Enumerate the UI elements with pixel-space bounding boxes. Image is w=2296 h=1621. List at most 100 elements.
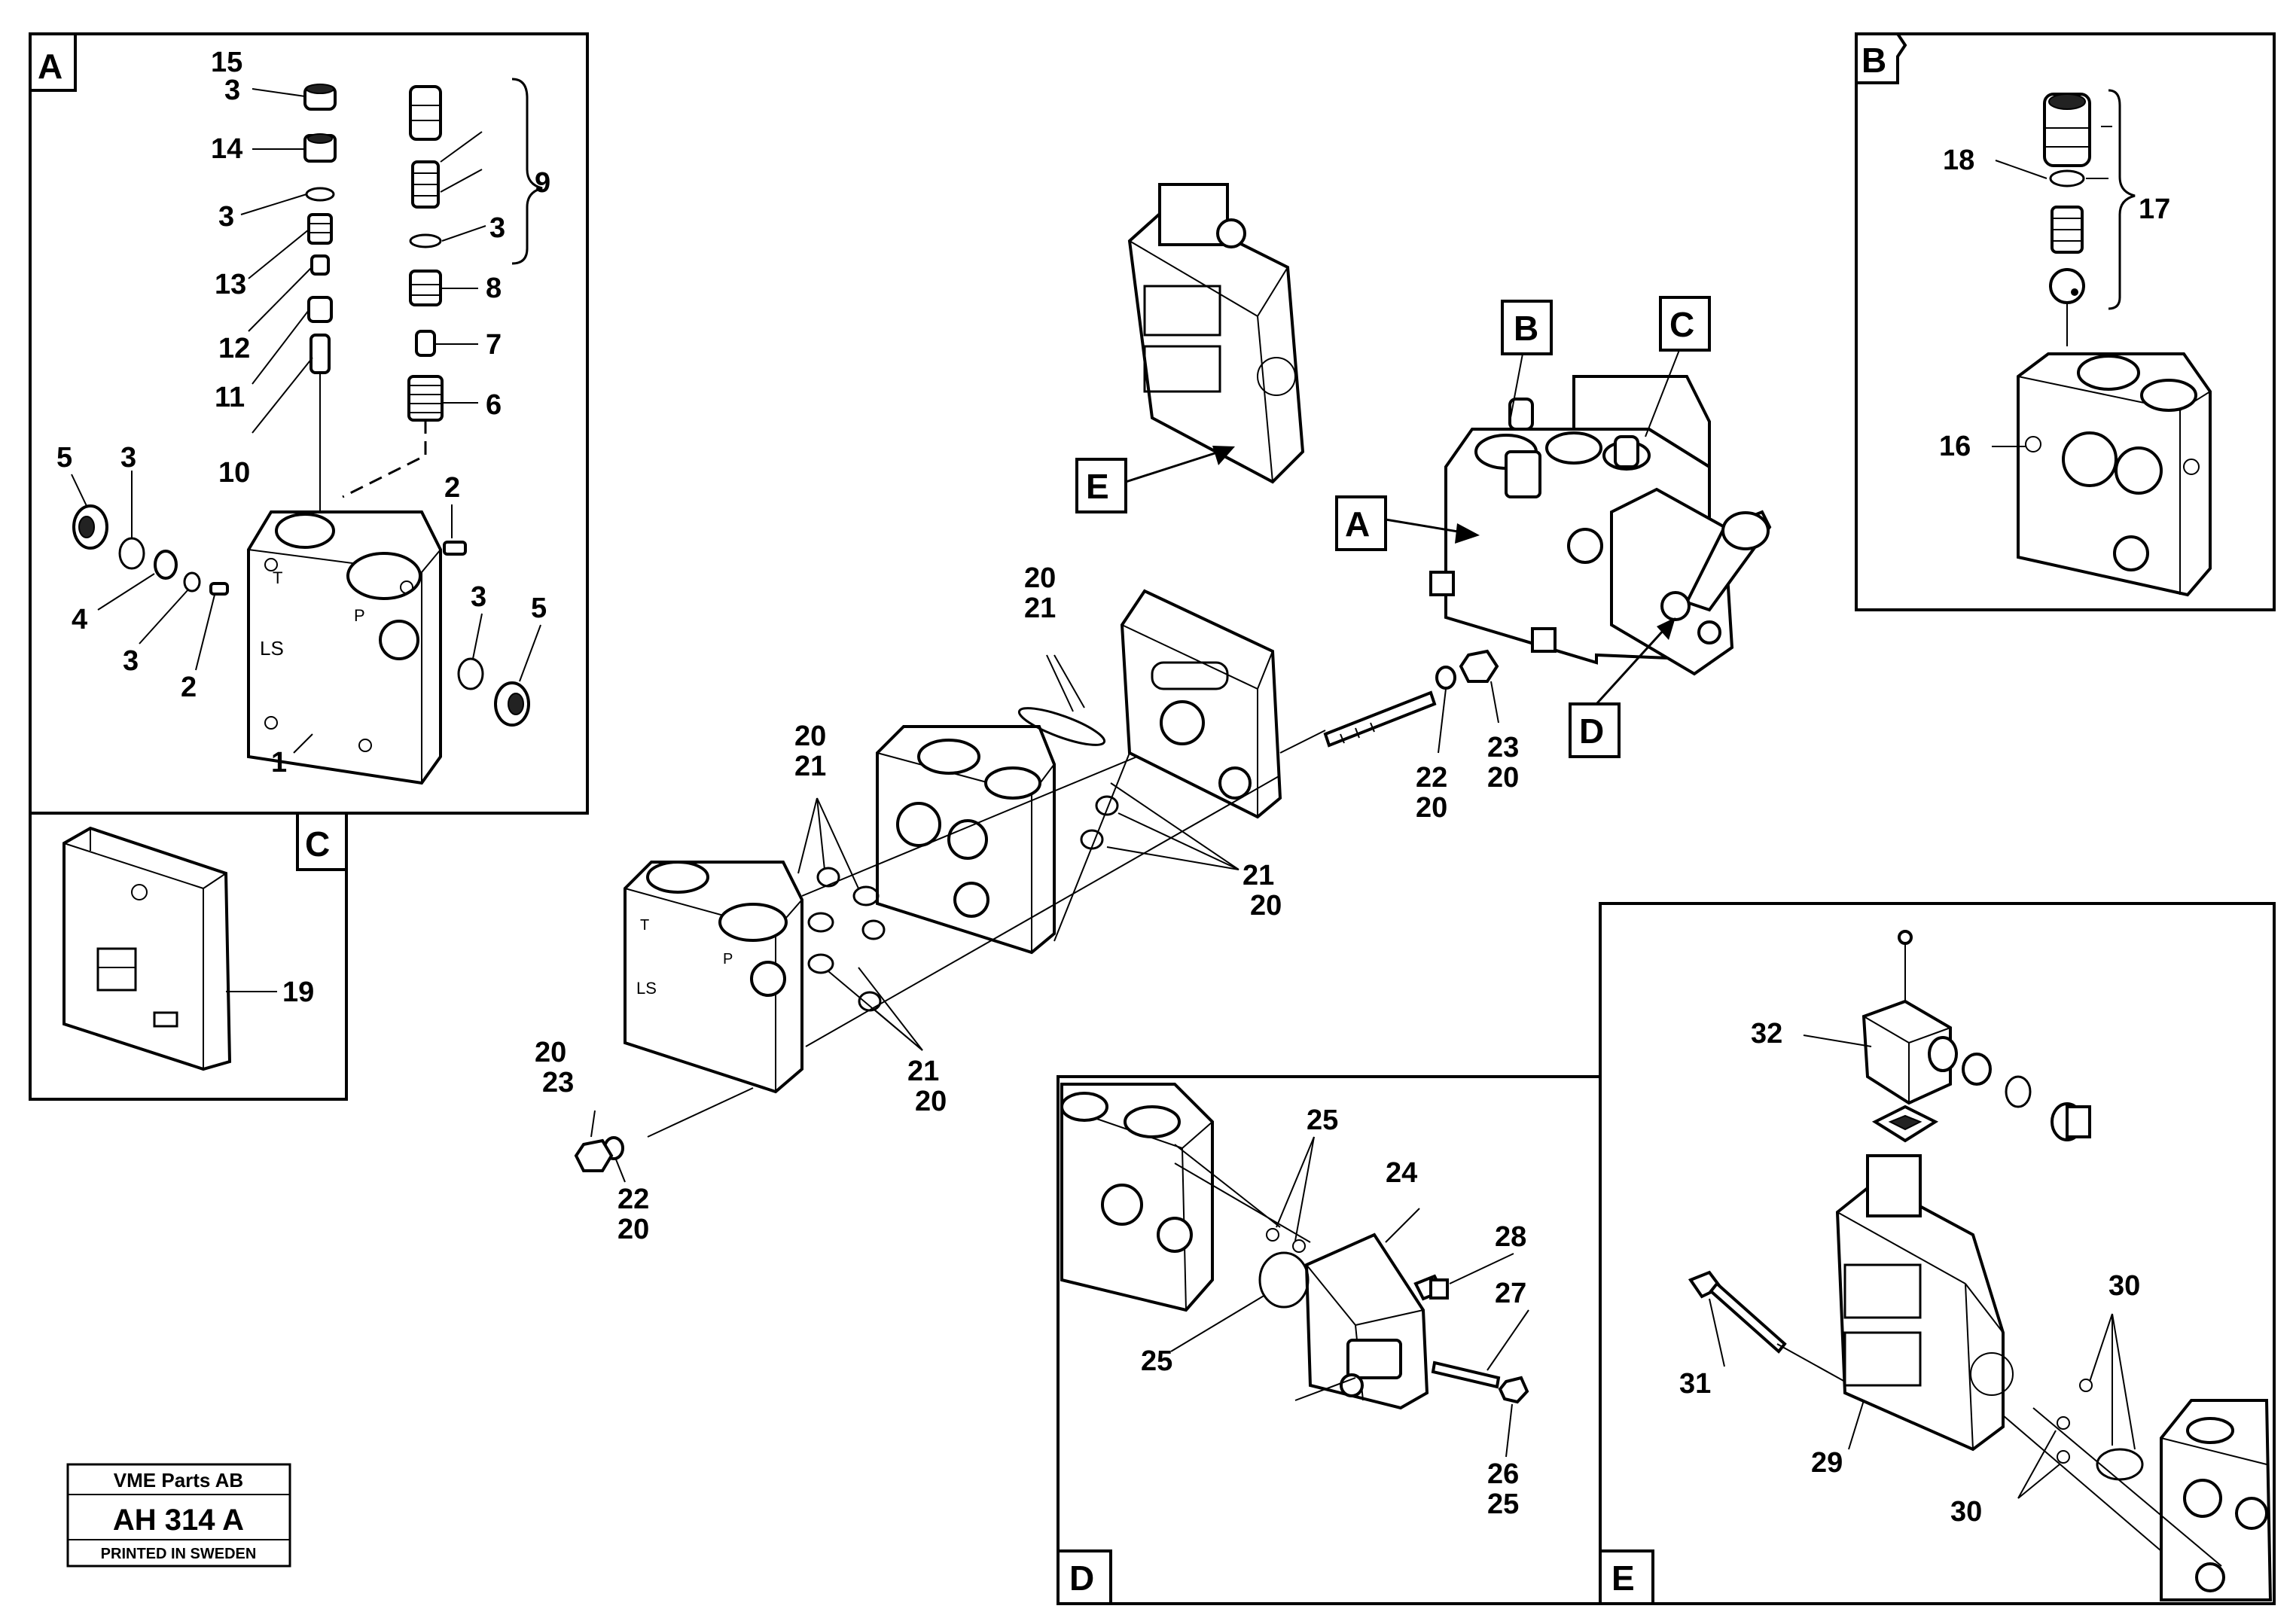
label-15: 15: [211, 47, 242, 78]
label-9: 9: [535, 167, 550, 199]
o-ring-3b: [409, 233, 442, 248]
stud: [1323, 690, 1437, 748]
plug-5-right: [494, 681, 530, 727]
label-m23a: 23: [542, 1067, 574, 1098]
front-section: T P LS: [624, 861, 803, 1094]
label-6: 6: [486, 389, 502, 421]
label-3e: 3: [123, 645, 139, 677]
label-10: 10: [218, 457, 250, 489]
label-e29: 29: [1811, 1447, 1843, 1479]
label-m21a: 21: [1024, 593, 1056, 624]
panel-c: C 19: [29, 812, 348, 1101]
label-d26: 26: [1487, 1458, 1519, 1490]
panel-c-label: C: [305, 824, 330, 864]
svg-text:B: B: [1514, 309, 1538, 348]
label-12: 12: [218, 333, 250, 364]
label-m20e: 20: [535, 1037, 566, 1068]
o-ring-right: [457, 657, 484, 690]
o-ring-3: [305, 187, 335, 202]
solenoid-assembly: [1127, 183, 1305, 484]
label-16: 16: [1939, 431, 1971, 462]
panel-d-label: D: [1069, 1559, 1094, 1598]
label-1: 1: [271, 747, 287, 779]
label-5b: 5: [531, 593, 547, 624]
plug-4: [154, 550, 178, 580]
label-m21b: 21: [794, 751, 826, 782]
cover-24: [1304, 1233, 1429, 1410]
valve-section-16: [2017, 352, 2212, 597]
label-e31: 31: [1679, 1368, 1711, 1400]
connector-32: [1861, 999, 1958, 1105]
plug-15: [303, 84, 337, 111]
label-d25b: 25: [1141, 1345, 1172, 1377]
label-e30b: 30: [1950, 1496, 1982, 1528]
panel-b-label: B: [1861, 41, 1886, 80]
panel-b: B: [1855, 32, 2276, 611]
plug-5-left: [72, 504, 108, 550]
label-2b: 2: [444, 472, 460, 504]
o-ring-left: [118, 537, 145, 570]
callout-d: D: [1569, 617, 1676, 758]
stamp-company: VME Parts AB: [114, 1469, 243, 1492]
ball-12: [310, 254, 330, 276]
label-3f: 3: [471, 581, 486, 613]
spring-6: [407, 375, 444, 422]
label-m20b: 20: [794, 721, 826, 752]
mark-t: T: [273, 568, 282, 587]
screw-2-right: [443, 541, 467, 556]
label-11: 11: [215, 382, 245, 413]
label-3a: 3: [224, 75, 240, 106]
label-m22b: 22: [1416, 762, 1447, 794]
label-17: 17: [2139, 193, 2170, 225]
panel-a-label: A: [38, 47, 63, 86]
label-m21d: 21: [1243, 860, 1274, 891]
label-3c: 3: [489, 212, 505, 244]
label-3d: 3: [120, 442, 136, 474]
mark-ls: LS: [260, 637, 284, 660]
o-ring-25: [1258, 1251, 1310, 1309]
label-19: 19: [282, 977, 314, 1008]
label-m20d: 20: [1250, 890, 1282, 922]
assembled-valve: [1429, 375, 1772, 676]
middle-end-cover: [1120, 589, 1282, 819]
label-d27: 27: [1495, 1278, 1526, 1309]
label-e32: 32: [1751, 1018, 1782, 1050]
label-m20f: 20: [617, 1214, 649, 1245]
o-ring-small: [183, 571, 201, 593]
label-8: 8: [486, 273, 502, 304]
label-m20a: 20: [1024, 562, 1056, 594]
label-5a: 5: [56, 442, 72, 474]
svg-text:C: C: [1669, 305, 1694, 344]
panel-e: E: [1599, 902, 2276, 1605]
svg-text:E: E: [1086, 467, 1109, 506]
stamp-code: AH 314 A: [113, 1504, 244, 1537]
panel-e-section: [2160, 1399, 2273, 1601]
label-d28: 28: [1495, 1221, 1526, 1253]
panel-e-label: E: [1611, 1559, 1635, 1598]
gland-nut: [2051, 1102, 2091, 1141]
label-7: 7: [486, 329, 502, 361]
label-4: 4: [72, 604, 87, 635]
stamp-printed: PRINTED IN SWEDEN: [101, 1546, 257, 1562]
svg-text:LS: LS: [636, 979, 657, 998]
title-stamp: VME Parts AB AH 314 A PRINTED IN SWEDEN: [66, 1463, 291, 1568]
callout-c: C: [1645, 296, 1711, 437]
valve-section-1: T P LS: [247, 510, 442, 785]
solenoid-29: [1835, 1154, 2014, 1452]
plug-8: [409, 270, 442, 306]
panel-d-section: [1060, 1083, 1214, 1312]
callout-a: A: [1335, 495, 1480, 551]
label-m20g: 20: [1416, 792, 1447, 824]
label-m20h: 20: [1487, 762, 1519, 794]
svg-text:D: D: [1579, 711, 1604, 751]
cartridge-17: [2043, 93, 2091, 304]
middle-section: [876, 725, 1056, 955]
callout-e: E: [1075, 446, 1235, 513]
label-m22a: 22: [617, 1184, 649, 1215]
poppet-7: [415, 330, 436, 357]
label-d25a: 25: [1307, 1105, 1338, 1136]
label-14: 14: [211, 133, 242, 165]
stud-27: [1431, 1360, 1529, 1404]
plug-14: [303, 133, 337, 163]
